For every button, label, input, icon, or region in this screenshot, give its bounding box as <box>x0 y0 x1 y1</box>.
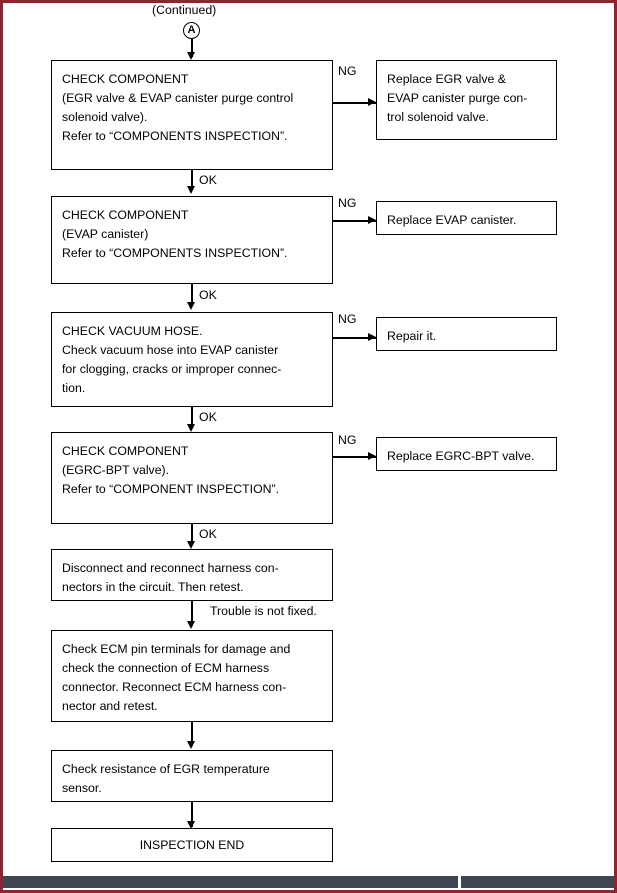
box-check-egr-temp-sensor: Check resistance of EGR temperature sens… <box>51 750 333 802</box>
ok-arrowhead-4 <box>187 541 195 549</box>
box-replace-egrc-bpt-valve: Replace EGRC-BPT valve. <box>376 437 557 471</box>
ng-line-4 <box>333 456 376 458</box>
ng-label-1: NG <box>338 64 357 78</box>
page-frame-top <box>0 0 617 3</box>
connector-ref-a: A <box>183 22 200 39</box>
ng-line-1 <box>333 102 376 104</box>
line-box6-to-box7 <box>191 722 193 746</box>
trouble-line <box>191 601 193 626</box>
ok-line-4 <box>191 524 193 545</box>
ok-arrowhead-3 <box>187 424 195 432</box>
box-check-egr-evap-solenoid: CHECK COMPONENT (EGR valve & EVAP canist… <box>51 60 333 170</box>
ng-arrowhead-3 <box>368 333 376 341</box>
box-replace-evap-canister: Replace EVAP canister. <box>376 201 557 235</box>
ng-arrowhead-1 <box>368 98 376 106</box>
ok-label-3: OK <box>199 410 217 424</box>
trouble-arrowhead <box>187 621 195 629</box>
arrowhead-box6-to-box7 <box>187 741 195 749</box>
ng-arrowhead-2 <box>368 216 376 224</box>
ok-line-1 <box>191 170 193 190</box>
line-box7-to-end <box>191 802 193 827</box>
ok-line-3 <box>191 407 193 428</box>
ok-arrowhead-2 <box>187 302 195 310</box>
ok-line-2 <box>191 284 193 306</box>
continued-label: (Continued) <box>152 3 217 17</box>
box-repair-it: Repair it. <box>376 317 557 351</box>
ok-label-1: OK <box>199 173 217 187</box>
ok-arrowhead-1 <box>187 186 195 194</box>
ng-label-4: NG <box>338 433 357 447</box>
box-replace-egr-evap-solenoid: Replace EGR valve & EVAP canister purge … <box>376 60 557 140</box>
ok-label-4: OK <box>199 527 217 541</box>
box-check-ecm-pin-terminals: Check ECM pin terminals for damage and c… <box>51 630 333 722</box>
ng-arrowhead-4 <box>368 452 376 460</box>
footer-bar-left <box>3 876 458 888</box>
page-frame-right <box>614 0 617 893</box>
box-check-egrc-bpt-valve: CHECK COMPONENT (EGRC-BPT valve). Refer … <box>51 432 333 524</box>
ng-label-3: NG <box>338 312 357 326</box>
connector-line-a-to-box1 <box>191 39 193 57</box>
ng-line-3 <box>333 337 376 339</box>
page-frame-left <box>0 0 3 893</box>
box-disconnect-reconnect-harness: Disconnect and reconnect harness con- ne… <box>51 549 333 601</box>
arrowhead-a-to-box1 <box>187 52 195 60</box>
ok-label-2: OK <box>199 288 217 302</box>
trouble-not-fixed-label: Trouble is not fixed. <box>210 604 317 618</box>
box-check-evap-canister: CHECK COMPONENT (EVAP canister) Refer to… <box>51 196 333 284</box>
footer-bar-right <box>461 876 614 888</box>
ng-label-2: NG <box>338 196 357 210</box>
box-inspection-end: INSPECTION END <box>51 828 333 862</box>
arrowhead-box7-to-end <box>187 821 195 829</box>
ng-line-2 <box>333 220 376 222</box>
box-check-vacuum-hose: CHECK VACUUM HOSE. Check vacuum hose int… <box>51 312 333 407</box>
page-frame-bottom <box>0 890 617 893</box>
